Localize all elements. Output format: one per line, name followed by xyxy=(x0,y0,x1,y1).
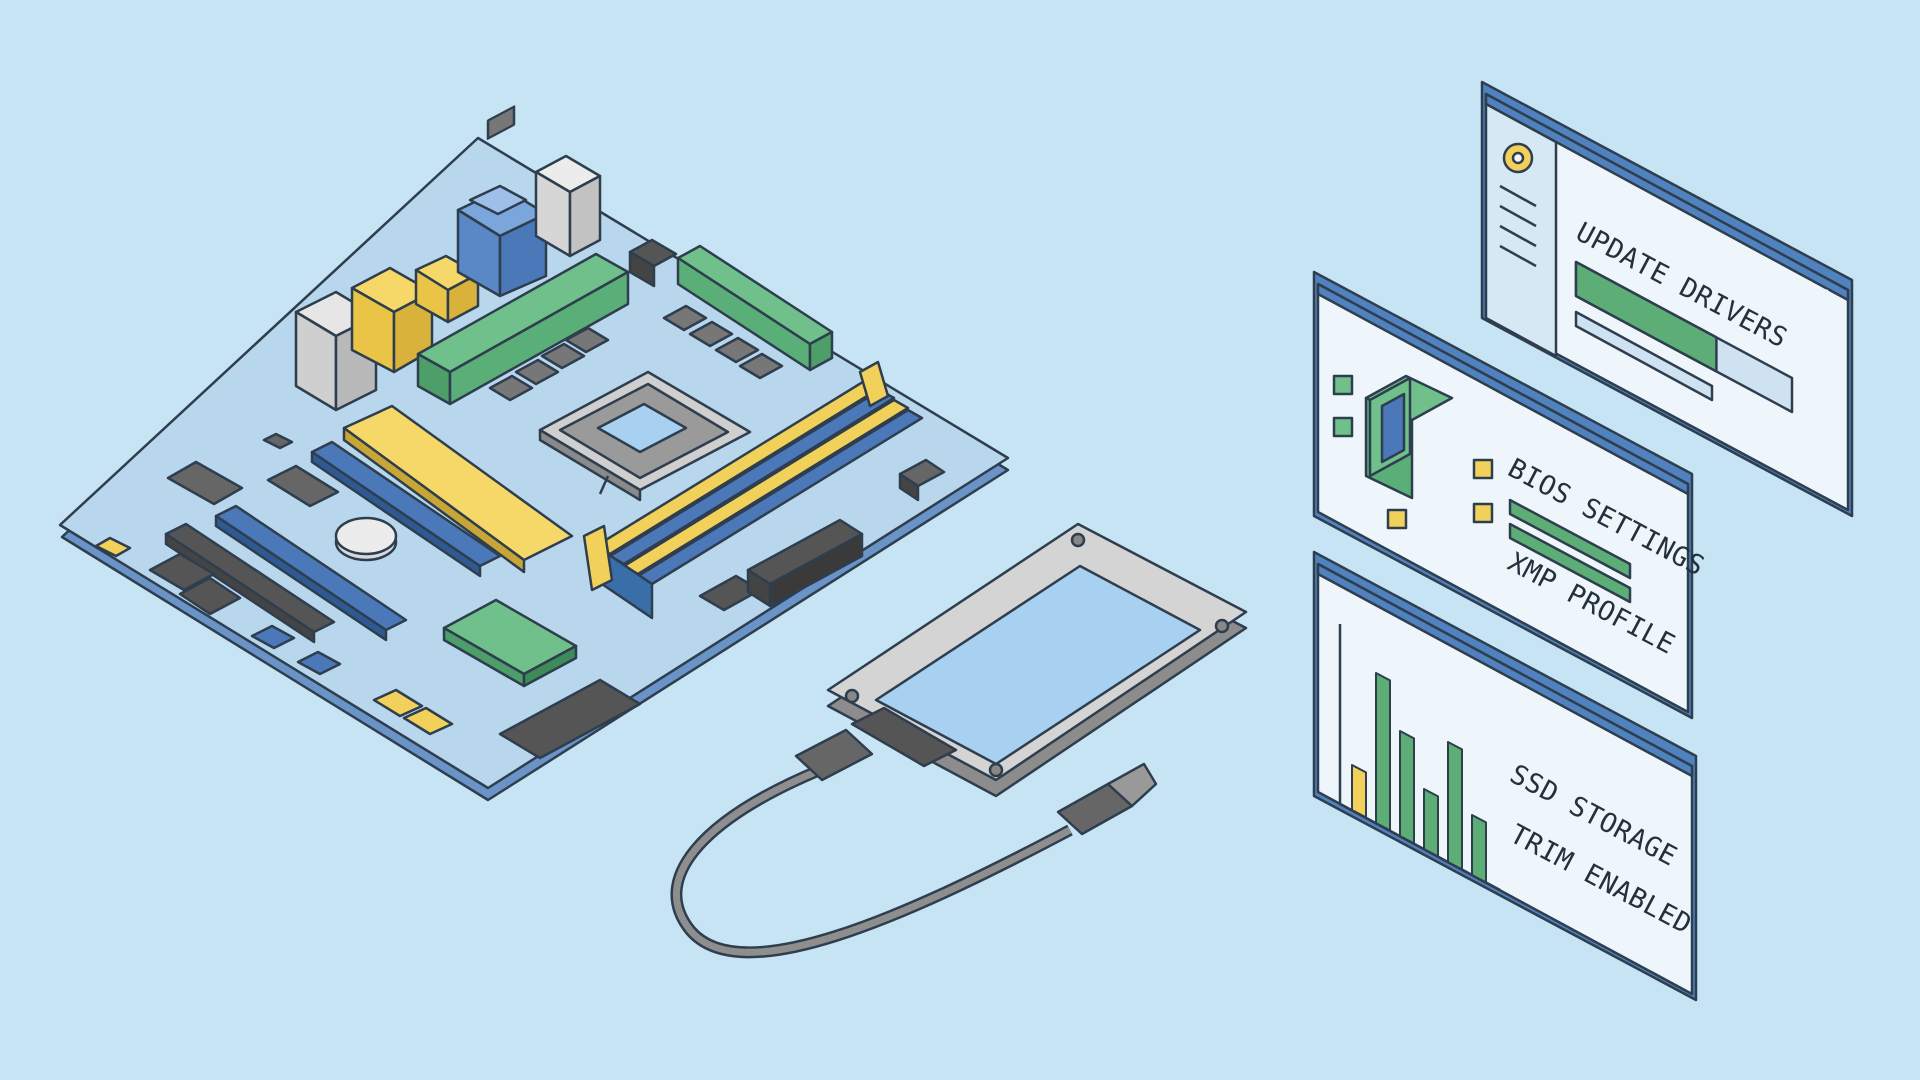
chart-bar xyxy=(1375,672,1391,832)
ram-slots xyxy=(582,360,924,620)
atx-power-connector xyxy=(746,458,946,608)
driver-progress-fill xyxy=(1574,260,1718,373)
bios-header xyxy=(1316,282,1690,496)
chart-bar xyxy=(1351,764,1367,819)
m2-slot xyxy=(342,404,574,574)
bios-panel xyxy=(1312,270,1694,720)
chip-icon xyxy=(1332,374,1494,530)
pcie-slots xyxy=(164,440,502,644)
bar-chart-icon xyxy=(1338,624,1501,892)
vrm-heatsinks xyxy=(416,238,834,406)
cmos-battery xyxy=(334,516,398,562)
chart-bar xyxy=(1399,730,1415,845)
ssd-sata-port xyxy=(850,706,958,768)
bios-setting-bar-2 xyxy=(1508,522,1632,604)
ssd xyxy=(826,522,1248,798)
motherboard xyxy=(58,105,1010,802)
sidebar-menu-items xyxy=(1499,184,1537,268)
sata-ports xyxy=(372,678,642,760)
storage-panel xyxy=(1312,550,1698,1002)
chart-bar xyxy=(1447,741,1463,871)
storage-header xyxy=(1316,562,1694,778)
cpu-socket xyxy=(538,370,752,502)
small-chips xyxy=(94,432,762,676)
chart-bar xyxy=(1423,788,1439,858)
drivers-header xyxy=(1484,92,1850,302)
drivers-sidebar xyxy=(1484,102,1558,358)
bios-setting-bar-1 xyxy=(1508,498,1632,580)
vrm-chips xyxy=(486,105,784,402)
sata-connector xyxy=(794,728,874,782)
driver-progress-secondary xyxy=(1574,310,1714,402)
chart-bar xyxy=(1471,814,1487,884)
drivers-panel xyxy=(1480,80,1854,518)
chart-bars xyxy=(1351,672,1487,884)
io-ports xyxy=(294,154,602,412)
gear-icon xyxy=(1502,142,1534,174)
window-controls[interactable] xyxy=(1789,270,1839,303)
chipset xyxy=(442,598,578,688)
sata-cable xyxy=(670,728,1158,959)
